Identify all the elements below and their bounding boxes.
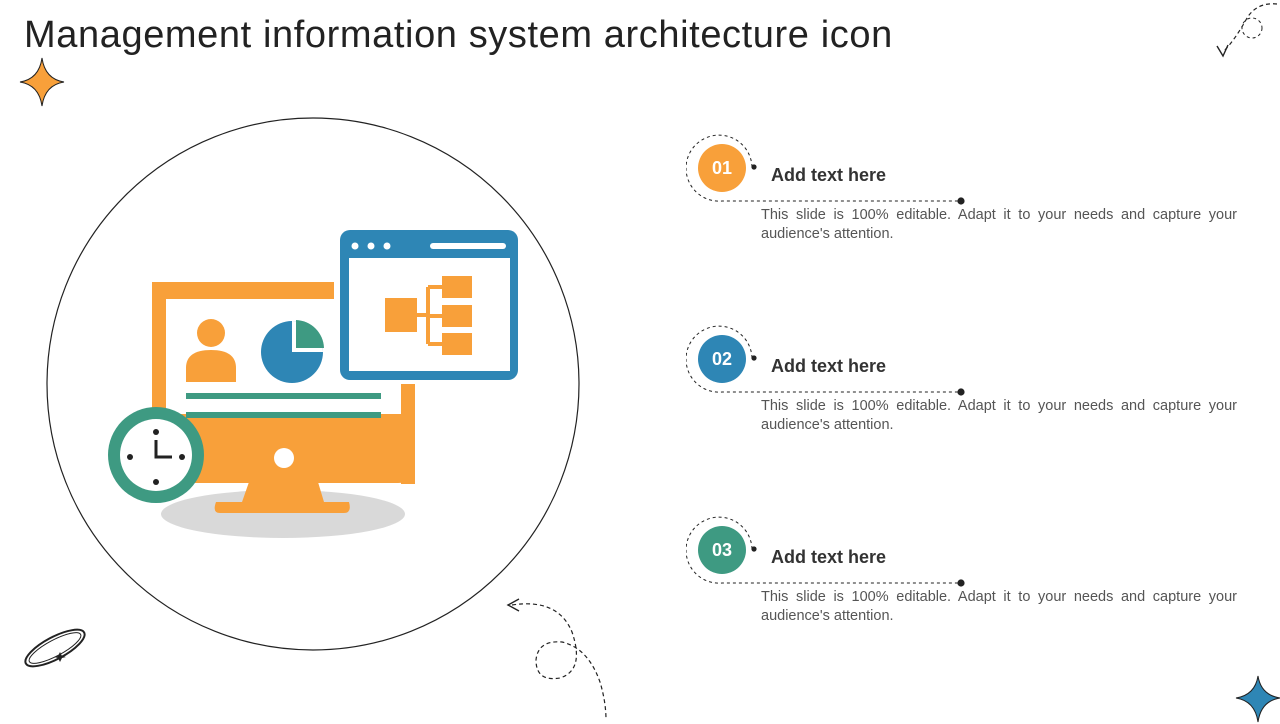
sparkle-icon — [19, 57, 65, 107]
item-connector — [686, 134, 965, 205]
item-heading: Add text here — [771, 547, 887, 567]
clock-icon — [108, 407, 204, 503]
list-item: 02 Add text here This slide is 100% edit… — [686, 324, 1246, 454]
item-description: This slide is 100% editable. Adapt it to… — [761, 589, 1237, 624]
sparkle-icon — [1235, 675, 1280, 723]
item-number-badge: 02 — [698, 335, 746, 383]
slide-title: Management information system architectu… — [24, 14, 893, 56]
item-heading: Add text here — [771, 356, 887, 376]
item-number-badge: 03 — [698, 526, 746, 574]
content-line — [186, 393, 381, 399]
item-description: This slide is 100% editable. Adapt it to… — [761, 207, 1237, 242]
hierarchy-icon — [385, 276, 472, 355]
item-description: This slide is 100% editable. Adapt it to… — [761, 398, 1237, 433]
user-icon — [186, 319, 236, 382]
mis-architecture-illustration — [46, 117, 580, 651]
orbit-icon — [24, 628, 86, 668]
dashed-arrow-icon — [1216, 3, 1278, 58]
item-connector — [686, 325, 965, 396]
item-heading: Add text here — [771, 165, 887, 185]
list-item: 01 Add text here This slide is 100% edit… — [686, 133, 1246, 263]
list-item: 03 Add text here This slide is 100% edit… — [686, 515, 1246, 645]
item-connector — [686, 516, 965, 587]
dashed-loop-arrow-icon — [506, 598, 607, 720]
pie-chart-icon — [261, 320, 324, 383]
item-number-badge: 01 — [698, 144, 746, 192]
content-line — [186, 412, 381, 418]
